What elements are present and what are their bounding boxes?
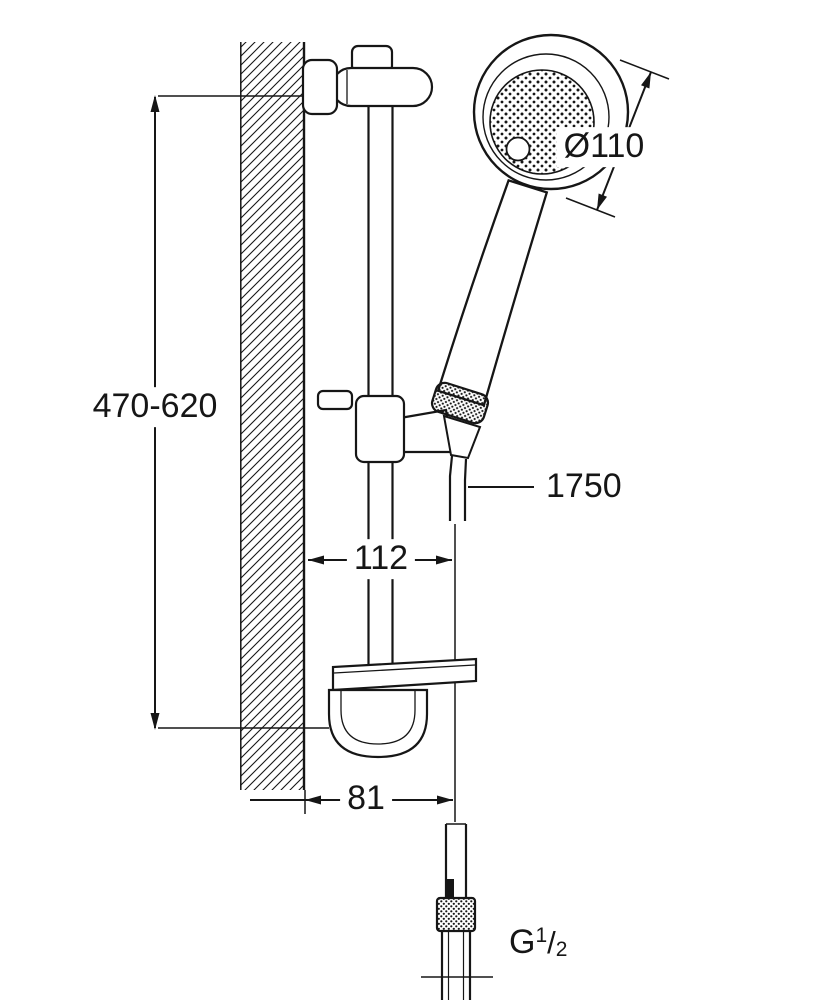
- connector-clip: [446, 879, 454, 898]
- handle-outlet: [442, 414, 482, 460]
- top-escutcheon: [301, 58, 339, 116]
- dimension-lines: [150, 59, 670, 805]
- spray-center-cap: [505, 136, 531, 162]
- knurled-nut: [435, 896, 477, 933]
- dim-holder-offset-label: 112: [346, 539, 416, 579]
- slider-sleeve: [354, 394, 406, 464]
- head-rim: [482, 53, 610, 181]
- dim-head-diameter-label: Ø110: [556, 127, 652, 167]
- hand-shower: [430, 178, 549, 460]
- wall-section: [240, 42, 306, 814]
- thread-divider: /: [547, 924, 556, 960]
- bottom-bracket: [327, 657, 478, 759]
- dim-thread-size-label: G1/2: [502, 922, 575, 964]
- bottom-escutcheon: [327, 688, 429, 759]
- shower-hose: [448, 455, 468, 521]
- dim-mounting-height-label: 470-620: [85, 387, 225, 427]
- shower-rail: [367, 106, 394, 667]
- dim-hose-length-label: 1750: [539, 467, 629, 507]
- arrowhead-up: [150, 95, 160, 112]
- thread-numerator: 1: [535, 923, 548, 947]
- thread-prefix: G: [509, 922, 536, 961]
- hose-connector: [421, 823, 493, 1000]
- top-bracket: [301, 44, 434, 116]
- handle-inlet-cap: [430, 381, 490, 425]
- release-lever: [316, 389, 354, 411]
- arrowhead-down: [150, 713, 160, 730]
- shower-handle: [436, 178, 549, 407]
- dim-wall-clearance-label: 81: [340, 779, 392, 819]
- thread-denominator: 2: [555, 937, 568, 961]
- wall-hatch: [240, 42, 305, 790]
